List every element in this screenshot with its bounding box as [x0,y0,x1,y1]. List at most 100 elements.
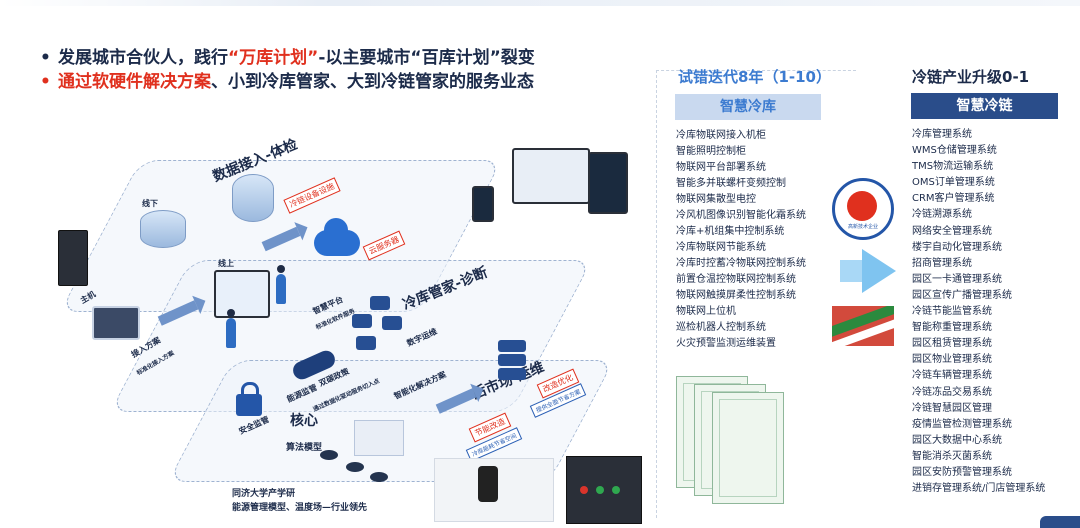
layer-title-core: 核心 [290,413,318,429]
right-list-item: 智能称重管理系统 [912,322,992,334]
chip-icon [346,462,364,472]
indicator-light-icon [580,486,588,494]
right-list-item: 冷链智慧园区管理 [912,402,992,414]
data-cube-icon [356,336,376,350]
left-list-item: 智能照明控制柜 [676,146,746,157]
phone-device-icon [472,186,494,222]
bullet-1-part1: 发展城市合伙人，践行 [58,48,228,68]
right-list-item: 冷库管理系统 [912,129,972,140]
indicator-light-icon [612,486,620,494]
tablet-device-icon [588,152,628,214]
right-list-item: 园区一卡通管理系统 [912,273,1002,285]
right-list-item: 冷链溯源系统 [912,209,972,221]
service-layers-infographic: 主机 接入方案 标准化接入方案 线下 数据接入-体检 冷链设备设施 云服务器 线… [0,110,642,528]
badge-emblem-icon [847,191,877,221]
right-arrow-icon [862,249,896,293]
data-cube-icon [370,296,390,310]
right-list-item: 冷链车辆管理系统 [912,370,992,382]
left-list-item: 物联网平台部署系统 [676,162,766,173]
right-list-item: 园区宣传广播管理系统 [912,289,1012,301]
right-list-item: 园区安防预警管理系统 [912,466,1012,478]
monitor-device-icon [512,148,590,204]
bullet-line-1: • 发展城市合伙人，践行“万库计划”-以主要城市“百库计划”裂变 [40,46,535,70]
bullet-1-highlight: “万库计划” [228,48,319,68]
left-list-item: 物联网集散型电控 [676,194,756,205]
dashboard-screen-icon [214,270,270,318]
right-list-item: 园区大数据中心系统 [912,434,1002,446]
arrow-tail-icon [840,260,862,282]
bullet-2-part2: 、小到冷库管家、大到冷链管家的服务业态 [211,72,534,92]
left-list-item: 物联网上位机 [676,306,736,317]
fan-unit-icon [232,174,274,222]
cloud-icon [314,218,360,256]
stack-icon [498,354,526,366]
bullet-dot: • [40,48,51,68]
right-list-item: 招商管理系统 [912,257,972,269]
left-list-item: 冷库+机组集中控制系统 [676,226,785,237]
chip-icon [320,450,338,460]
certificates-stack [676,372,794,528]
right-list-item: 冷链节能监管系统 [912,306,992,318]
algorithm-model-label: 算法模型 [286,443,323,453]
stack-icon [498,340,526,352]
left-list-item: 冷库物联网节能系统 [676,242,766,253]
left-list-item: 前置仓温控物联网控制系统 [676,274,796,285]
right-list-item: WMS仓储管理系统 [912,145,997,157]
bullet-2-highlight: 通过软硬件解决方案 [58,72,211,92]
right-list-item: 园区物业管理系统 [912,354,992,366]
right-column-heading: 冷链产业升级0-1 [912,68,1030,86]
stack-icon [498,368,526,380]
left-column-list: 冷库物联网接入机柜智能照明控制柜物联网平台部署系统智能多并联螺杆变频控制物联网集… [676,128,806,352]
corner-decor [1040,516,1080,528]
offline-label: 线下 [142,199,158,208]
chip-icon [370,472,388,482]
data-cube-icon [352,314,372,328]
right-list-item: 智能消杀灭菌系统 [912,450,992,462]
footer-line-1: 同济大学产学研 [232,489,296,499]
bullet-dot: • [40,72,51,92]
person-icon [276,265,286,304]
footer-line-2: 能源管理模型、温度场—行业领先 [232,503,368,513]
left-list-item: 火灾预警监测运维装置 [676,338,776,349]
left-list-item: 智能多并联螺杆变频控制 [676,178,786,189]
bullet-line-2: • 通过软硬件解决方案、小到冷库管家、大到冷链管家的服务业态 [40,70,535,94]
right-list-item: OMS订单管理系统 [912,177,995,189]
divider-dashed [656,70,856,71]
right-list-item: 进销存管理系统/门店管理系统 [912,483,1046,495]
hi-tech-badge-icon: 高新技术企业 [832,178,894,240]
person-icon [226,309,236,348]
left-list-item: 冷库时控蓄冷物联网控制系统 [676,258,806,269]
divider-dashed [656,70,657,518]
lock-icon [236,382,262,416]
header-bullets: • 发展城市合伙人，践行“万库计划”-以主要城市“百库计划”裂变 • 通过软硬件解决… [40,46,535,94]
left-column-heading: 试错迭代8年（1-10） [678,68,831,86]
control-cabinet-icon [566,456,642,524]
indicator-light-icon [596,486,604,494]
top-decor-bar [0,0,1080,6]
left-list-item: 冷库物联网接入机柜 [676,130,766,141]
bullet-1-part3: -以主要城市“百库计划”裂变 [318,48,535,68]
left-list-item: 巡检机器人控制系统 [676,322,766,333]
right-list-item: 楼宇自动化管理系统 [912,241,1002,253]
right-list-item: CRM客户管理系统 [912,193,995,205]
certificate-image [712,392,784,504]
data-cube-icon [382,316,402,330]
left-list-item: 冷风机图像识别智能化霜系统 [676,210,806,221]
phone-app-icon [478,466,498,502]
right-list-item: TMS物流运输系统 [912,161,994,173]
right-list-item: 园区租赁管理系统 [912,338,992,350]
right-column-pill: 智慧冷链 [911,93,1058,119]
laptop-icon [92,306,140,340]
host-server-icon [58,230,88,286]
left-list-item: 物联网触摸屏柔性控制系统 [676,290,796,301]
right-list-item: 网络安全管理系统 [912,225,992,237]
badge-text: 高新技术企业 [847,224,878,230]
right-column-list: 冷库管理系统 WMS仓储管理系统 TMS物流运输系统 OMS订单管理系统 CRM客户管理… [912,127,1045,497]
right-list-item: 疫情监管检测管理系统 [912,418,1012,430]
left-column-pill: 智慧冷库 [675,94,821,120]
camera-sensor-icon [140,210,186,248]
promo-banner-image [832,306,894,346]
right-list-item: 冷链冻品交易系统 [912,386,992,398]
core-box-icon [354,420,404,456]
online-label: 线上 [218,259,234,268]
